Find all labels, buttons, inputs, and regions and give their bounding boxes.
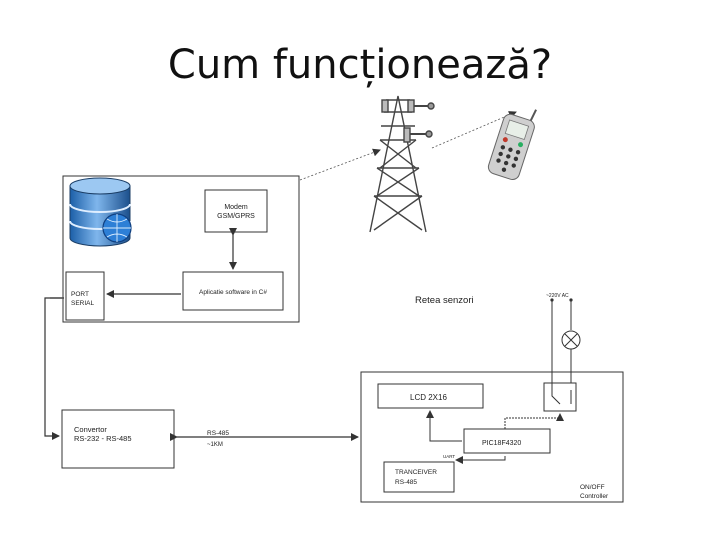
- modem-label-2: GSM/GPRS: [217, 213, 255, 220]
- mobile-phone-icon: [487, 109, 537, 181]
- controller-label-2: Controller: [580, 493, 609, 500]
- port-serial-box: PORT SERIAL: [65, 271, 105, 321]
- mcu-box: PIC18F4320: [463, 428, 551, 454]
- mcu-label: PIC18F4320: [482, 440, 521, 447]
- convertor-label-2: RS-232 - RS-485: [74, 434, 132, 443]
- app-label: Aplicatie software in C#: [199, 289, 267, 296]
- lcd-box: LCD 2X16: [377, 383, 484, 409]
- database-icon: [69, 177, 132, 247]
- bus-label: RS-485: [207, 430, 229, 437]
- convertor-label: Convertor: [74, 425, 107, 434]
- lamp-icon: [561, 330, 581, 350]
- port-label: PORT: [71, 291, 89, 298]
- transceiver-label: TRANCEIVER: [395, 469, 437, 476]
- wireless-link-pc-tower: [299, 148, 381, 181]
- convertor-box: Convertor RS-232 - RS-485: [61, 409, 175, 469]
- app-box: Aplicatie software in C#: [182, 271, 284, 311]
- transceiver-label-2: RS-485: [395, 479, 417, 486]
- modem-label: Modem: [224, 204, 248, 211]
- port-label-2: SERIAL: [71, 300, 95, 307]
- uart-link: [455, 456, 506, 464]
- wireless-link-tower-phone: [431, 111, 517, 149]
- supply-label: ~220V AC: [546, 293, 569, 299]
- pc-block: Modem GSM/GPRS Aplicatie software in C# …: [62, 175, 300, 323]
- uart-label: UART: [443, 454, 455, 459]
- modem-box: Modem GSM/GPRS: [204, 189, 268, 233]
- cell-tower-icon: [369, 95, 435, 233]
- relay-icon: [543, 382, 577, 412]
- mains-circuit: ~220V AC: [546, 293, 581, 390]
- bus-distance-label: ~1KM: [207, 442, 223, 448]
- controller-board: LCD 2X16 PIC18F4320 TRANCEIVER RS-485 UA…: [360, 371, 624, 503]
- lcd-label: LCD 2X16: [410, 393, 447, 402]
- serial-link: [44, 297, 62, 440]
- transceiver-box: TRANCEIVER RS-485: [383, 461, 455, 493]
- controller-label: ON/OFF: [580, 484, 605, 491]
- mcu-relay-link: [504, 413, 564, 429]
- slide-title: Cum funcționează?: [167, 42, 553, 88]
- sensor-network-label: Retea senzori: [415, 295, 474, 306]
- mcu-lcd-link: [426, 410, 462, 442]
